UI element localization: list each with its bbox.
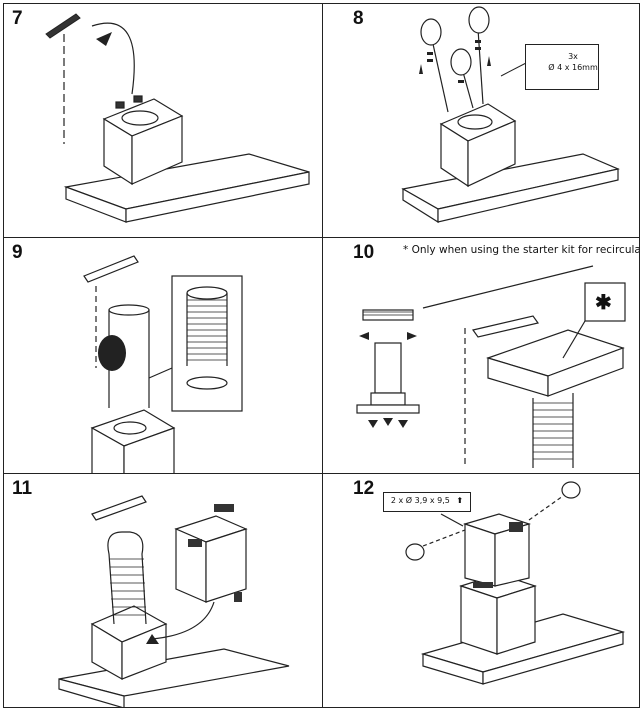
- screw-size: Ø 4 x 16mm: [548, 63, 598, 72]
- step-7-panel: 7: [3, 3, 323, 238]
- step-8-panel: 8: [322, 3, 640, 238]
- step-12-panel: 12: [322, 473, 640, 708]
- screw-spec-box: 2 x Ø 3,9 x 9,5 ⬆: [383, 492, 471, 512]
- step-number: 11: [12, 478, 33, 499]
- wall-bracket: [45, 13, 81, 39]
- screw-spec-callout: 3x Ø 4 x 16mm: [525, 44, 599, 90]
- up-arrow-icon: ⬆: [456, 496, 464, 505]
- step-number: 10: [353, 242, 375, 263]
- step-number: 8: [353, 8, 364, 29]
- step-10-panel: 10 * Only when using the starter kit for…: [322, 237, 640, 474]
- step-10-illustration: [356, 265, 626, 468]
- step-number: 12: [353, 478, 375, 499]
- step-8-illustration: [401, 6, 620, 224]
- step-11-panel: 11: [3, 473, 323, 708]
- step-7-illustration: [45, 13, 310, 223]
- step-9-illustration: [83, 255, 243, 473]
- screw-count: 3x: [568, 52, 578, 61]
- screwdriver-hands: [420, 6, 490, 76]
- recirculation-note: * Only when using the starter kit for re…: [403, 244, 640, 256]
- step-number: 7: [12, 8, 23, 29]
- step-9-panel: 9: [3, 237, 323, 474]
- step-number: 9: [12, 242, 23, 263]
- screw-spec-label: 2 x Ø 3,9 x 9,5: [390, 496, 450, 505]
- damper-flap: [98, 335, 126, 371]
- asterisk-marker: ✱: [595, 292, 612, 314]
- step-12-illustration: [405, 481, 626, 685]
- step-11-illustration: [58, 495, 290, 707]
